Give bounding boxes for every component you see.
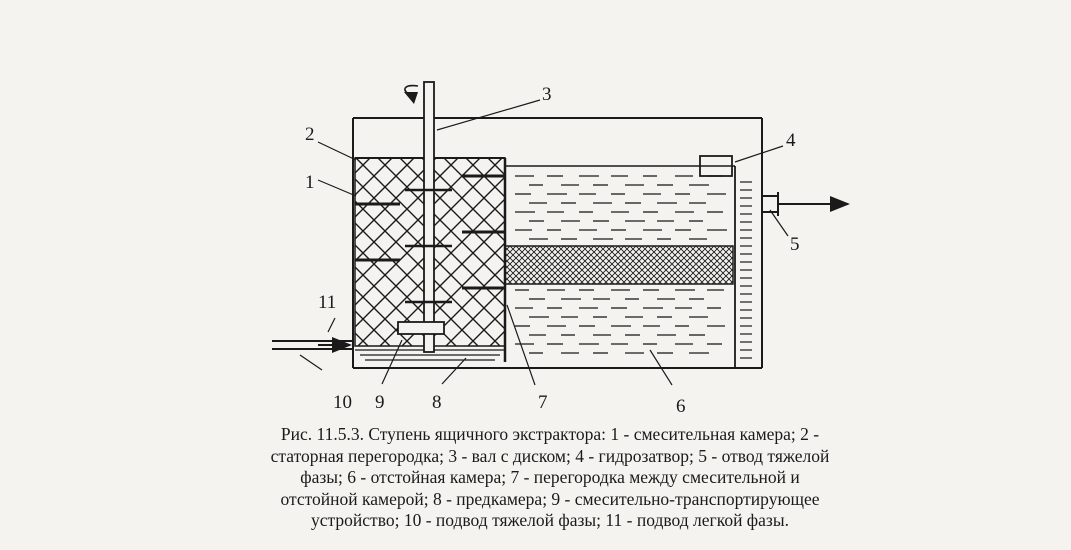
label-1: 1 [305,172,315,193]
settling-chamber [504,165,735,354]
extractor-diagram: 1 2 3 4 5 6 7 8 9 10 11 [272,81,850,417]
figure-caption: Рис. 11.5.3. Ступень ящичного экстрактор… [180,424,920,532]
label-8: 8 [432,392,442,413]
label-10: 10 [333,392,352,413]
vessel [352,117,763,369]
stator-plates [355,174,505,290]
label-9: 9 [375,392,385,413]
caption-line: устройство; 10 - подвод тяжелой фазы; 11… [311,510,789,530]
label-11: 11 [318,292,336,313]
heavy-phase-outlet [762,192,850,216]
label-2: 2 [305,124,315,145]
leader-lines [299,99,789,386]
caption-line: статорная перегородка; 3 - вал с диском;… [270,445,830,466]
caption-line: отстойной камерой; 8 - предкамера; 9 - с… [280,488,820,509]
label-6: 6 [676,396,686,417]
label-4: 4 [786,130,796,151]
label-5: 5 [790,234,800,255]
heavy-phase-inlet [272,337,352,353]
shaft-with-disc [397,81,452,353]
caption-line: фазы; 6 - отстойная камера; 7 - перегоро… [300,467,800,487]
label-3: 3 [542,84,552,105]
hydraulic-seal [699,155,752,368]
caption-line: Рис. 11.5.3. Ступень ящичного экстрактор… [280,424,820,444]
label-7: 7 [538,392,548,413]
